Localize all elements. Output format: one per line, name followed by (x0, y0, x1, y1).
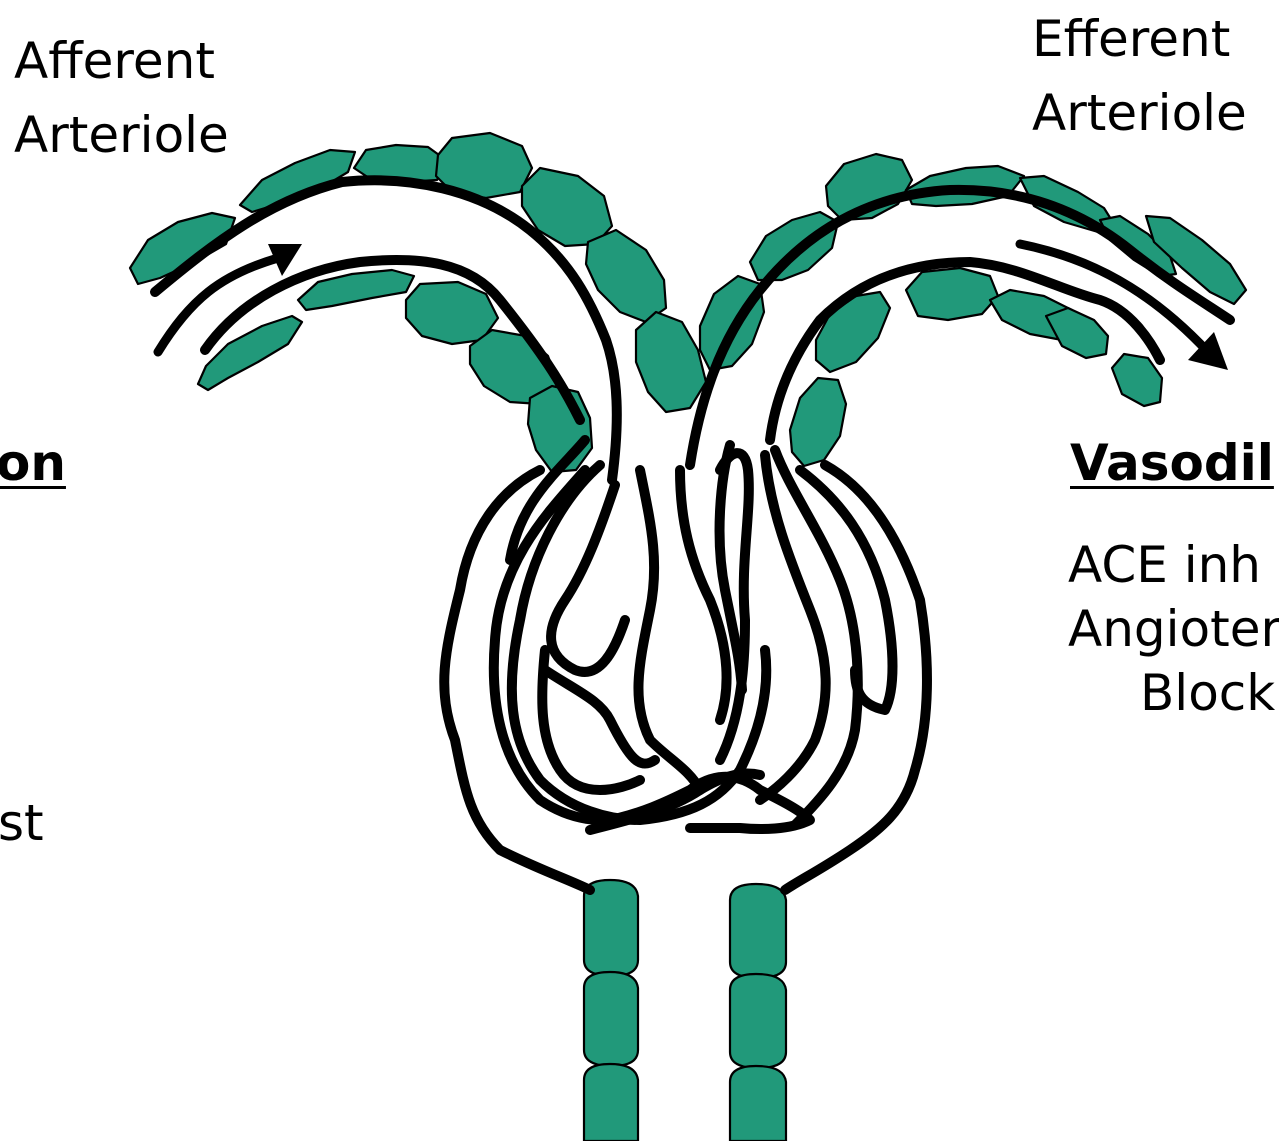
tubule-cell-left (584, 1064, 638, 1141)
tubule-cell-left (584, 972, 638, 1066)
right-item-3: Block (1140, 668, 1275, 718)
tubule-cells (584, 880, 786, 1141)
left-text-fragment: st (0, 798, 44, 848)
capillary-loop (760, 455, 826, 800)
tubule-cell-right (730, 1066, 786, 1141)
smooth-muscle-cell (636, 312, 706, 412)
smooth-muscle-cell (1112, 354, 1162, 406)
smooth-muscle-cell (198, 316, 302, 390)
smooth-muscle-cell (528, 386, 592, 472)
tubule-cell-right (730, 884, 786, 978)
afferent-label-line1: Afferent (14, 36, 215, 86)
tubule-cell-right (730, 974, 786, 1068)
smooth-muscle-cell (906, 268, 998, 320)
smooth-muscle-cell (816, 292, 890, 372)
right-heading: Vasodil (1070, 438, 1274, 488)
smooth-muscle-cell (1046, 308, 1108, 358)
left-heading-fragment: on (0, 438, 66, 488)
efferent-label-line2: Arteriole (1032, 88, 1247, 138)
right-item-2: Angioter (1068, 604, 1279, 654)
afferent-label-line2: Arteriole (14, 110, 229, 160)
efferent-label-line1: Efferent (1032, 14, 1230, 64)
smooth-muscle-cell (586, 230, 666, 322)
smooth-muscle-cell (750, 212, 838, 280)
smooth-muscle-cell (790, 378, 846, 466)
capillary-loop (638, 470, 700, 790)
right-item-1: ACE inh (1068, 540, 1261, 590)
